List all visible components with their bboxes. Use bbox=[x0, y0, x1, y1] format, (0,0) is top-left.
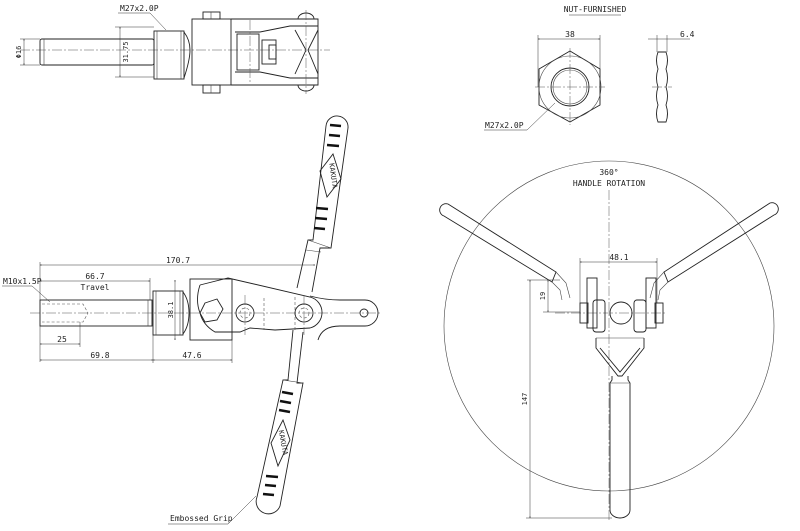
plunger-rod bbox=[39, 38, 155, 66]
dim-38-1: 38.1 bbox=[167, 302, 175, 319]
nut-furnished-title: NUT-FURNISHED bbox=[564, 5, 627, 14]
thread-callout-plunger: M10x1.5P bbox=[3, 277, 42, 286]
embossed-grip-label: Embossed Grip bbox=[170, 514, 233, 523]
dim-6-4: 6.4 bbox=[680, 30, 695, 39]
dim-38: 38 bbox=[565, 30, 575, 39]
nut-detail: NUT-FURNISHED 38 6.4 M27x2.0P bbox=[484, 5, 695, 131]
rotation-angle: 360° bbox=[599, 168, 618, 177]
lower-handle: KAKUTA bbox=[255, 329, 304, 515]
body bbox=[189, 278, 233, 341]
handle-bottom bbox=[609, 376, 631, 519]
threaded-collar bbox=[153, 30, 185, 80]
dim-66-7: 66.7 bbox=[85, 272, 104, 281]
thread-callout-nut: M27x2.0P bbox=[485, 121, 524, 130]
upper-handle: KAKUTA bbox=[296, 115, 349, 293]
handle-left bbox=[439, 203, 557, 283]
logo-upper: KAKUTA bbox=[327, 163, 339, 190]
rotation-view: 360° HANDLE ROTATION 48.1 19 147 bbox=[439, 160, 779, 520]
handle-rotation-label: HANDLE ROTATION bbox=[573, 179, 645, 188]
plunger bbox=[39, 299, 153, 327]
bolt-head-top bbox=[202, 11, 221, 20]
hex-nut-front bbox=[538, 50, 601, 123]
dim-31-75: 31.75 bbox=[122, 41, 130, 62]
side-view: KAKUTA KAKUTA 170.7 66.7 Travel 38.1 25 … bbox=[2, 115, 380, 525]
body-block bbox=[191, 18, 232, 86]
dim-48-1: 48.1 bbox=[609, 253, 628, 262]
thread-callout-top: M27x2.0P bbox=[120, 4, 159, 13]
hex-nut-side bbox=[656, 51, 668, 123]
bolt-head-bottom bbox=[202, 84, 221, 94]
dim-170-7: 170.7 bbox=[166, 256, 190, 265]
clevis-yoke bbox=[595, 338, 645, 377]
dim-19: 19 bbox=[539, 292, 547, 300]
dim-25: 25 bbox=[57, 335, 67, 344]
handle-right bbox=[663, 202, 779, 283]
top-view: 31.75 Φ16 M27x2.0P bbox=[15, 4, 330, 94]
dim-69-8: 69.8 bbox=[90, 351, 109, 360]
travel-label: Travel bbox=[81, 283, 110, 292]
collar bbox=[152, 290, 184, 336]
hex-bolt bbox=[199, 298, 224, 323]
dim-47-6: 47.6 bbox=[182, 351, 201, 360]
dim-rod-diameter: Φ16 bbox=[15, 46, 23, 59]
base-arm bbox=[309, 295, 379, 341]
dim-147: 147 bbox=[521, 393, 529, 406]
